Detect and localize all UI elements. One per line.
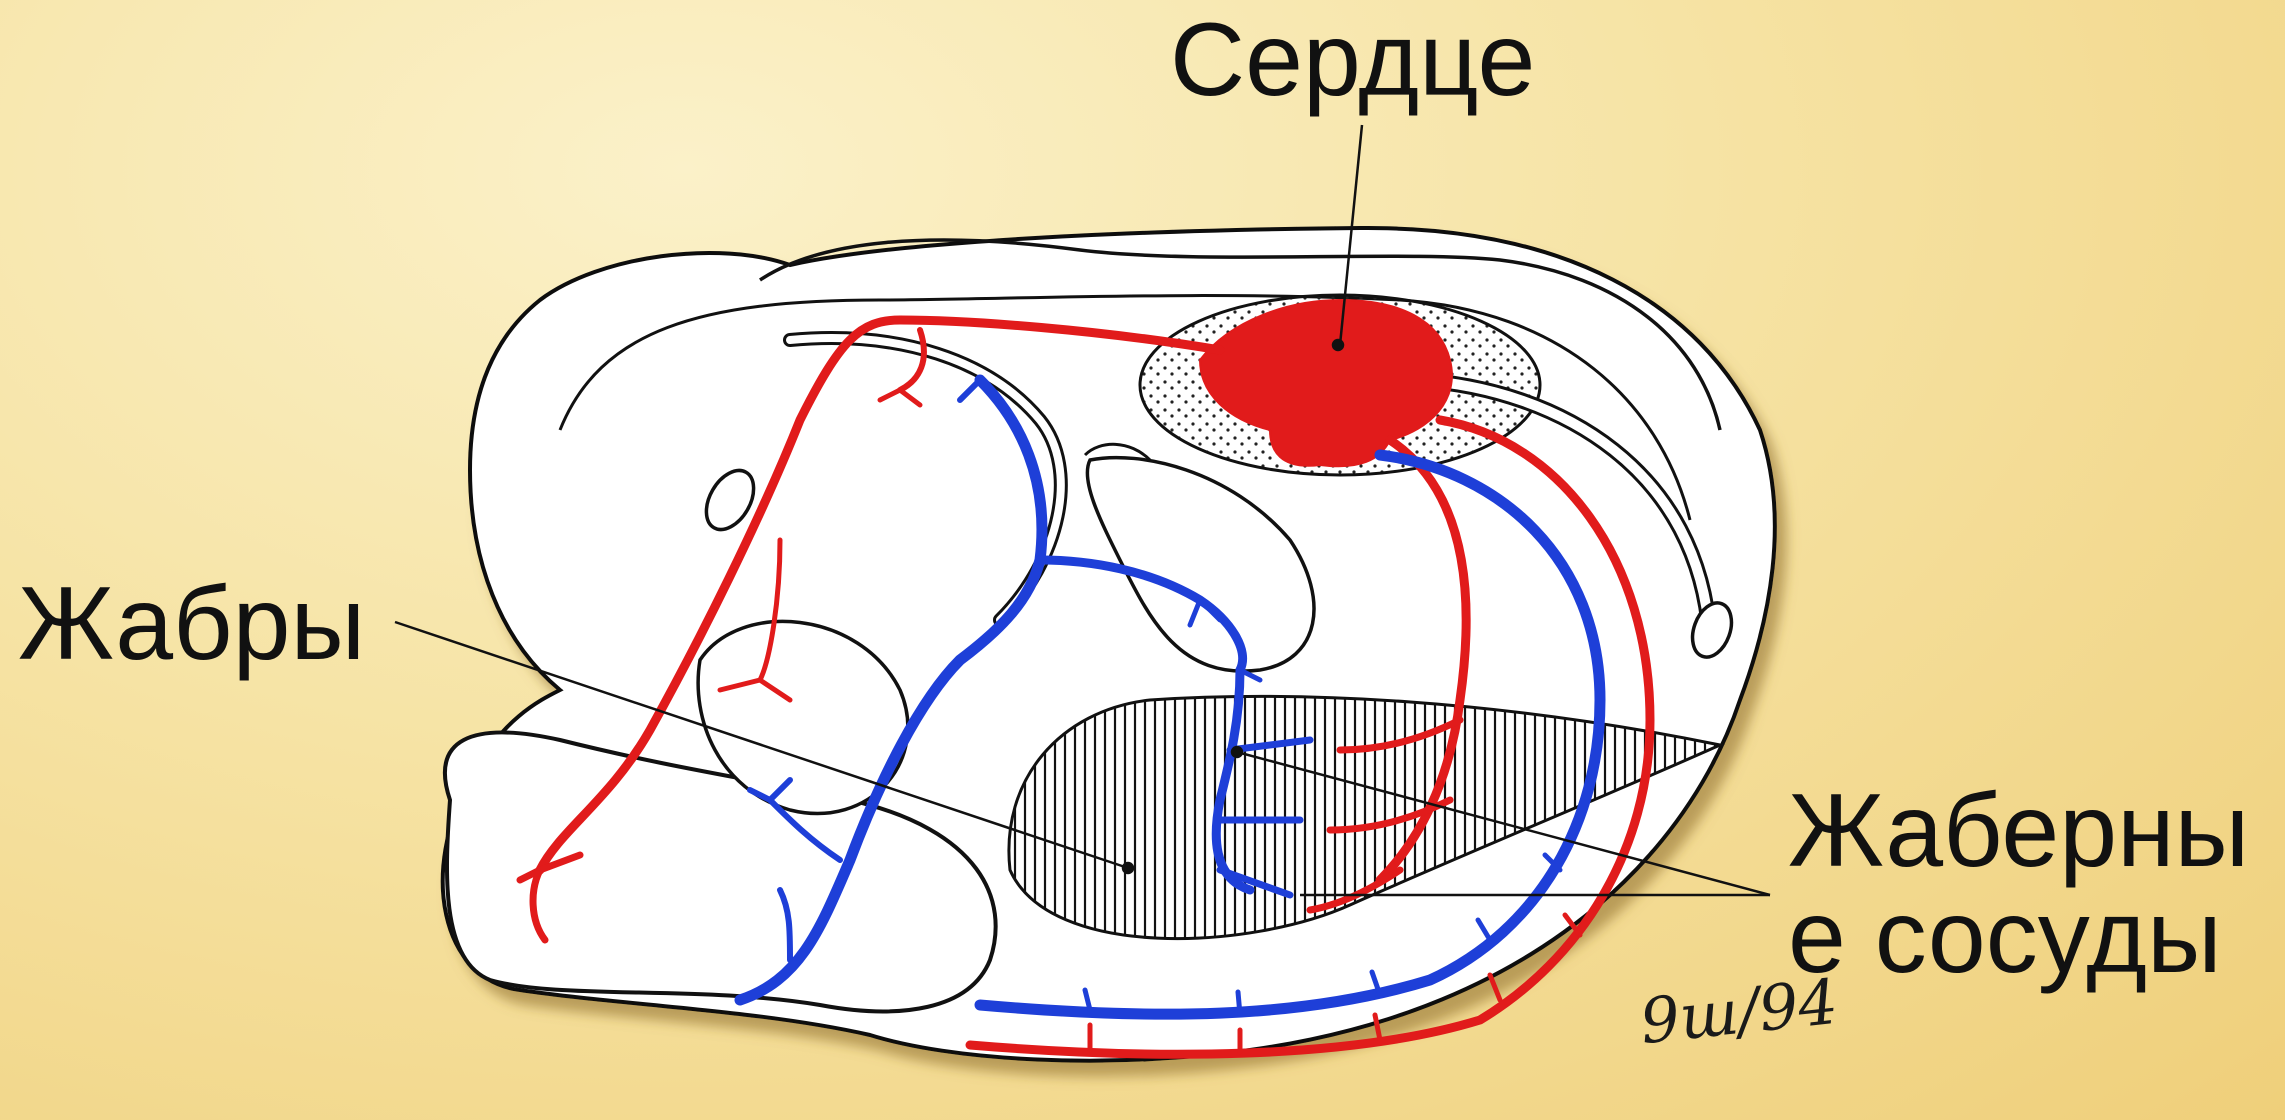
leader-gills-dot <box>1123 863 1133 873</box>
gill-vessels-label-line1: Жаберны <box>1788 778 2249 884</box>
heart-label: Сердце <box>1170 8 1535 112</box>
gill-vessels-label-line2: е сосуды <box>1788 884 2249 990</box>
leader-heart-dot <box>1333 340 1343 350</box>
gills-label: Жабры <box>18 572 365 676</box>
leader-vessels-dot <box>1232 747 1242 757</box>
gill-vessels-label: Жаберны е сосуды <box>1788 778 2249 990</box>
